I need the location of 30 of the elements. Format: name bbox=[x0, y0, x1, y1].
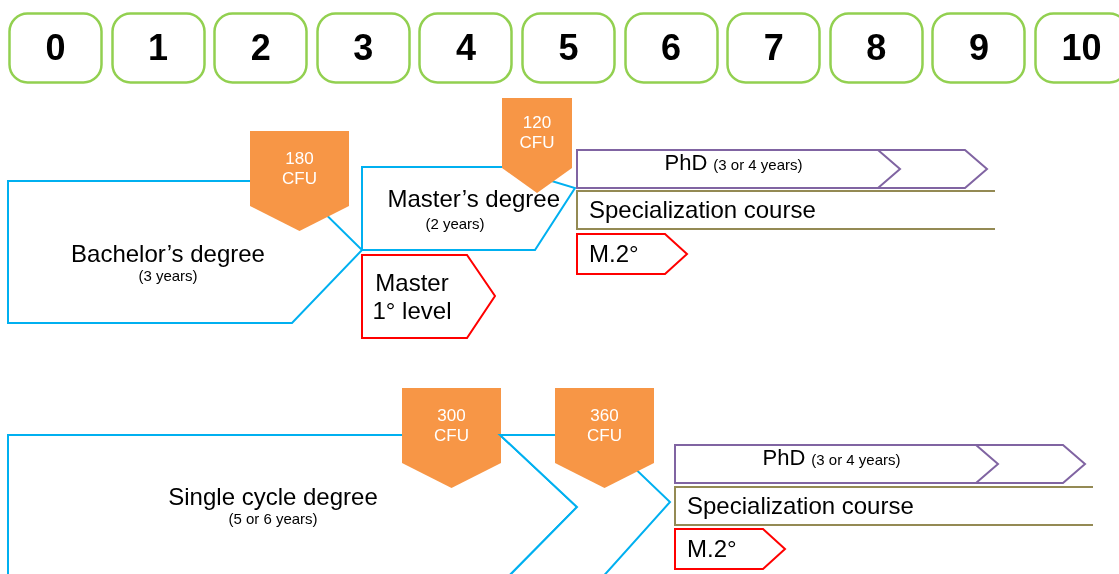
course-name: Master 1° level bbox=[371, 268, 453, 325]
course-name: Specialization course bbox=[589, 196, 816, 224]
duration-note: (3 or 4 years) bbox=[713, 156, 803, 174]
year-number: 3 bbox=[353, 27, 374, 69]
credits-label: 360 CFU bbox=[586, 405, 623, 446]
year-number: 2 bbox=[250, 27, 271, 69]
duration-note: (3 years) bbox=[138, 267, 198, 285]
year-number: 9 bbox=[968, 27, 989, 69]
course-name: M.2° bbox=[687, 535, 737, 563]
year-number: 7 bbox=[763, 27, 784, 69]
duration-note: (5 or 6 years) bbox=[228, 510, 318, 528]
course-name: Specialization course bbox=[687, 492, 914, 520]
year-number: 6 bbox=[661, 27, 682, 69]
credits-label: 300 CFU bbox=[433, 405, 470, 446]
course-name: M.2° bbox=[589, 240, 639, 268]
course-name: Master’s degree bbox=[387, 184, 561, 212]
credits-label: 180 CFU bbox=[281, 148, 318, 189]
course-name: PhD bbox=[664, 150, 708, 176]
year-number: 8 bbox=[866, 27, 887, 69]
year-number: 10 bbox=[1061, 27, 1102, 69]
year-number: 1 bbox=[148, 27, 169, 69]
credits-label: 120 CFU bbox=[518, 113, 556, 153]
year-number: 4 bbox=[455, 27, 476, 69]
year-number: 5 bbox=[558, 27, 579, 69]
course-name: Bachelor’s degree bbox=[71, 239, 265, 268]
course-name: PhD bbox=[762, 445, 806, 471]
duration-note: (3 or 4 years) bbox=[811, 451, 901, 469]
course-name: Single cycle degree bbox=[168, 482, 378, 511]
duration-note: (2 years) bbox=[425, 214, 485, 232]
year-number: 0 bbox=[45, 27, 66, 69]
